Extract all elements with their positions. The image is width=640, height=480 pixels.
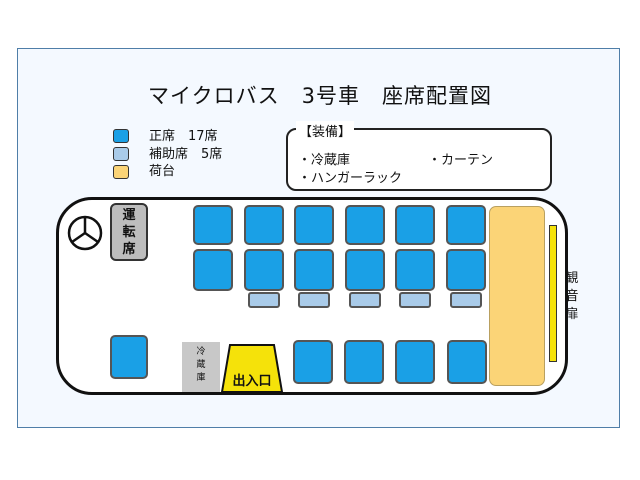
aux-seat-2 xyxy=(298,292,330,308)
equipment-item-fridge: ・冷蔵庫 xyxy=(298,153,351,168)
diagram-title: マイクロバス 3号車 座席配置図 xyxy=(148,84,492,108)
seat-r1-c3 xyxy=(294,205,334,245)
legend-label-cargo: 荷台 xyxy=(149,164,176,179)
equipment-item-hanger-rack: ・ハンガーラック xyxy=(298,171,403,186)
driver-seat-label: 運 転 席 xyxy=(122,208,136,257)
aux-seat-3 xyxy=(349,292,381,308)
fridge xyxy=(182,342,220,392)
legend-label-regular-seat: 正席 17席 xyxy=(149,129,218,144)
legend-label-aux-seat: 補助席 5席 xyxy=(149,147,223,162)
aux-seat-5 xyxy=(450,292,482,308)
seat-r3-c5 xyxy=(447,340,487,384)
seat-r3-c2 xyxy=(293,340,333,384)
seat-r1-c5 xyxy=(395,205,435,245)
seat-r3-c3 xyxy=(344,340,384,384)
fridge-label: 冷 蔵 庫 xyxy=(196,347,206,383)
entrance-label: 出入口 xyxy=(232,374,272,389)
seat-r1-c2 xyxy=(244,205,284,245)
seat-r2-c3 xyxy=(294,249,334,291)
seat-r2-c4 xyxy=(345,249,385,291)
seat-r1-c4 xyxy=(345,205,385,245)
aux-seat-1 xyxy=(248,292,280,308)
seat-r2-c5 xyxy=(395,249,435,291)
equipment-title: 【装備】 xyxy=(296,121,355,140)
seat-r3-c1 xyxy=(110,335,148,379)
seat-r2-c2 xyxy=(244,249,284,291)
seat-r1-c1 xyxy=(193,205,233,245)
kannon-door-label: 観 音 扉 xyxy=(565,271,579,322)
driver-seat xyxy=(110,203,148,261)
seat-r2-c6 xyxy=(446,249,486,291)
entrance xyxy=(220,344,284,393)
kannon-door xyxy=(549,225,557,362)
legend-swatch-cargo xyxy=(113,165,129,179)
cargo-area xyxy=(489,206,545,386)
aux-seat-4 xyxy=(399,292,431,308)
legend-swatch-regular-seat xyxy=(113,129,129,143)
seat-r2-c1 xyxy=(193,249,233,291)
steering-wheel-icon xyxy=(67,215,103,251)
seat-r3-c4 xyxy=(395,340,435,384)
seat-r1-c6 xyxy=(446,205,486,245)
equipment-item-curtain: ・カーテン xyxy=(428,153,494,168)
legend-swatch-aux-seat xyxy=(113,147,129,161)
